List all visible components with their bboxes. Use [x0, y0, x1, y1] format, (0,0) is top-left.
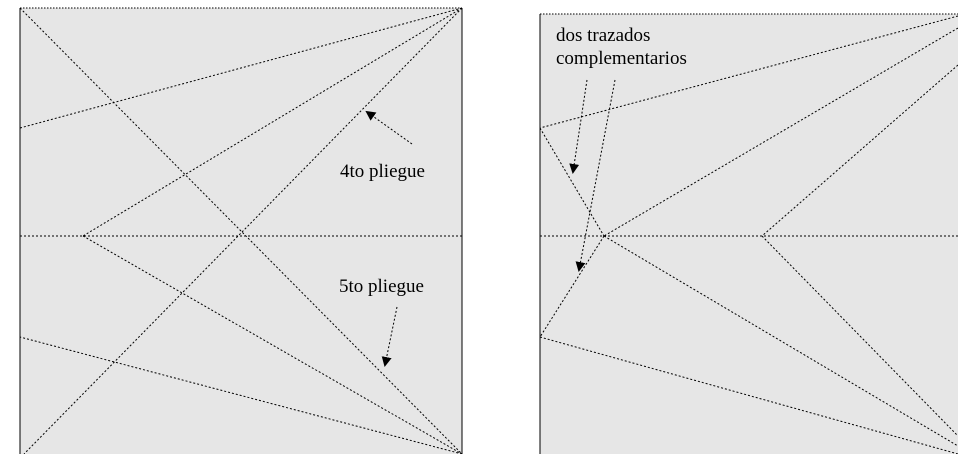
label-fold4: 4to pliegue [340, 161, 425, 182]
label-line2: complementarios [556, 48, 687, 69]
fold-top-right-to-left-upper [19, 7, 463, 129]
paper-square [540, 14, 958, 454]
fold-left-lower-to-bottom-right [539, 336, 958, 454]
fold-right-v-upper [761, 64, 958, 237]
arrow-trace-1 [569, 79, 588, 174]
fold-bottom-right-to-left-lower [19, 336, 463, 454]
left-diagram: 4to pliegue 5to pliegue [0, 0, 470, 454]
label-fold5: 5to pliegue [339, 276, 424, 297]
fold-center-to-bottom-right [603, 235, 958, 447]
right-diagram-canvas [539, 13, 958, 454]
arrow-fold5-pointer [381, 306, 398, 367]
arrow-fold4-pointer [365, 110, 413, 145]
fold-top-right-to-center [603, 27, 958, 237]
fold-4-upper [82, 7, 463, 237]
right-diagram: dos trazados complementarios [530, 0, 958, 454]
fold-right-v-lower [761, 235, 958, 437]
fold-5-lower [82, 235, 463, 454]
fold-left-upper-to-center [539, 127, 605, 237]
left-diagram-canvas [19, 7, 463, 454]
diagonal-fold-anti [23, 7, 463, 454]
diagonal-fold-main [19, 7, 463, 454]
label-line1: dos trazados [556, 25, 651, 46]
arrow-trace-2 [575, 79, 616, 272]
